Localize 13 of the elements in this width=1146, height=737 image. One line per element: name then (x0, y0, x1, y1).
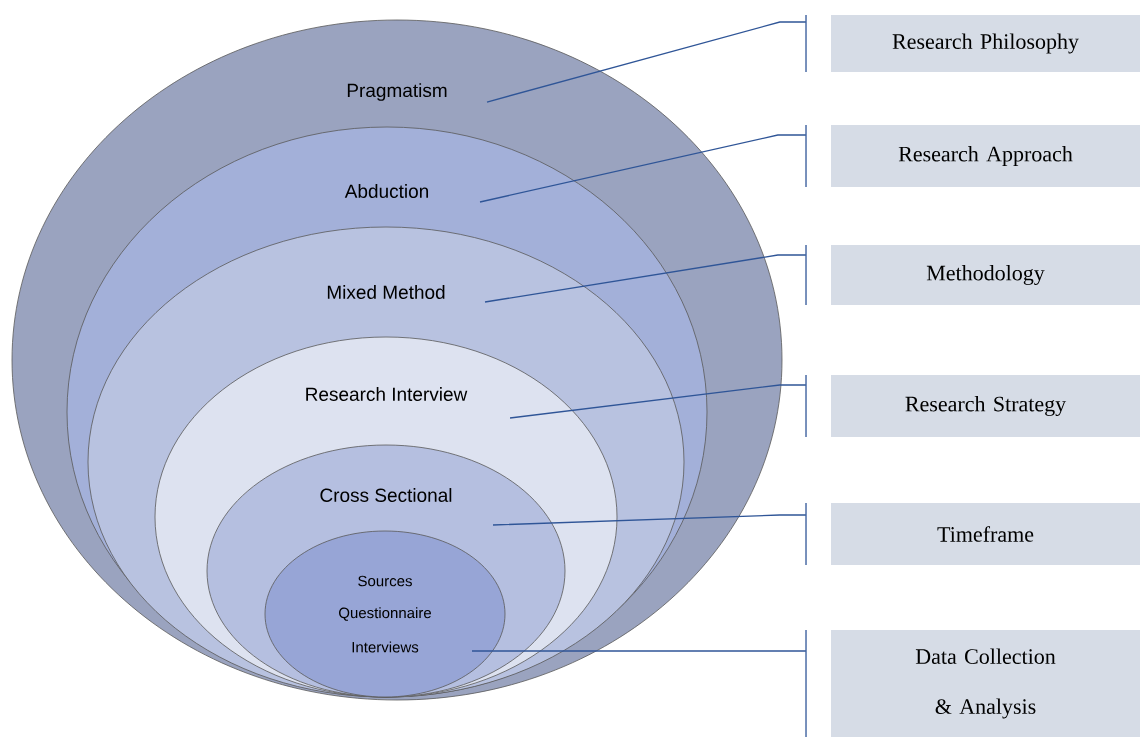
label-box: Research Philosophy (831, 15, 1140, 72)
leader-line (471, 650, 807, 652)
label-box: Methodology (831, 245, 1140, 305)
label-box: Research Approach (831, 125, 1140, 187)
leader-line (479, 134, 807, 203)
leader-line (492, 514, 807, 526)
label-box: Data Collection & Analysis (831, 630, 1140, 737)
label-box: Timeframe (831, 503, 1140, 565)
label-box: Research Strategy (831, 375, 1140, 437)
leader-line (484, 254, 807, 303)
ellipse-layer: Sources Questionnaire Interviews (264, 530, 506, 698)
leader-line (486, 21, 807, 103)
leader-line (509, 384, 807, 419)
